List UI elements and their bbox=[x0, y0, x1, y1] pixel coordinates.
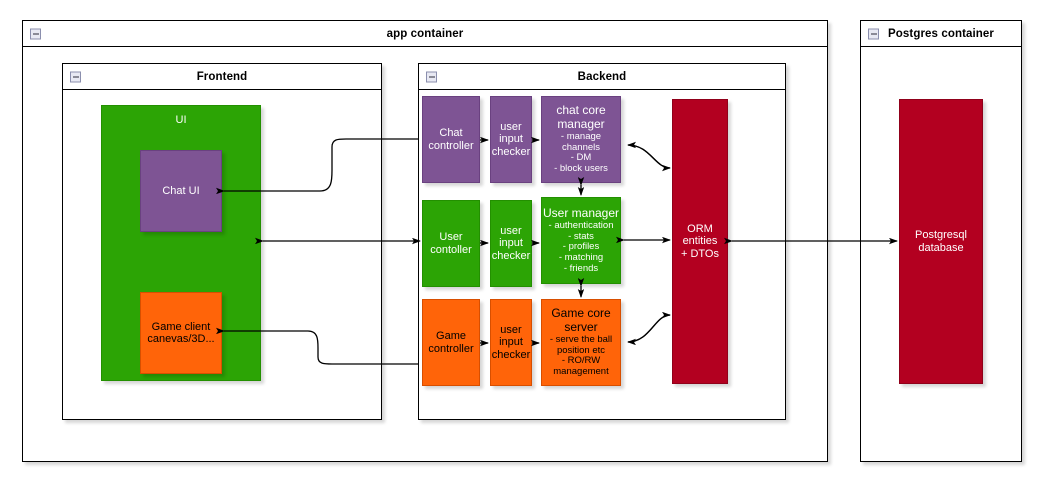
app-container-header: app container bbox=[23, 21, 827, 47]
user-user-input-checker-node[interactable]: user input checker bbox=[490, 200, 532, 287]
user-controller-label-line2: contoller bbox=[430, 243, 472, 256]
backend-container-title: Backend bbox=[577, 70, 627, 83]
chat-input-checker-label-line1: user bbox=[500, 121, 522, 134]
orm-label-line1: ORM bbox=[687, 223, 713, 236]
minus-box-icon[interactable] bbox=[868, 28, 879, 39]
chat-core-manager-node[interactable]: chat core manager - manage channels - DM… bbox=[541, 96, 621, 183]
chat-ui-node[interactable]: Chat UI bbox=[140, 150, 222, 232]
chat-ui-label: Chat UI bbox=[162, 184, 200, 197]
game-client-node[interactable]: Game client canevas/3D... bbox=[140, 292, 222, 374]
game-controller-label-line2: controller bbox=[428, 342, 474, 355]
postgresql-database-node[interactable]: Postgresql database bbox=[899, 99, 983, 384]
minus-box-icon[interactable] bbox=[426, 71, 437, 82]
chat-controller-label-line1: Chat bbox=[439, 127, 463, 140]
postgres-container-title: Postgres container bbox=[888, 27, 994, 40]
orm-label-line3: + DTOs bbox=[680, 247, 719, 260]
user-input-checker-label-line1: user bbox=[500, 225, 522, 238]
chat-core-manager-label-line2: manager bbox=[557, 116, 605, 131]
chat-input-checker-label-line3: checker bbox=[491, 145, 531, 158]
game-controller-node[interactable]: Game controller bbox=[422, 299, 480, 386]
user-manager-node[interactable]: User manager - authentication - stats - … bbox=[541, 197, 621, 284]
ui-node-label: UI bbox=[175, 114, 187, 126]
user-manager-label-line1: User manager bbox=[542, 205, 620, 220]
game-user-input-checker-node[interactable]: user input checker bbox=[490, 299, 532, 386]
chat-user-input-checker-node[interactable]: user input checker bbox=[490, 96, 532, 183]
postgres-container-header: Postgres container bbox=[861, 21, 1021, 47]
game-client-label-line2: canevas/3D... bbox=[147, 333, 215, 345]
postgresql-database-label-line2: database bbox=[918, 241, 964, 254]
postgresql-database-label-line1: Postgresql bbox=[915, 229, 967, 242]
game-core-server-label-line2: server bbox=[564, 319, 598, 334]
chat-core-manager-label-line1: chat core bbox=[556, 103, 606, 118]
orm-node[interactable]: ORM entities + DTOs bbox=[672, 99, 728, 384]
orm-label-line2: entities bbox=[682, 235, 718, 248]
game-client-label-line1: Game client bbox=[151, 320, 211, 333]
game-core-server-details: - serve the ball position etc - RO/RW ma… bbox=[549, 334, 613, 378]
app-container-title: app container bbox=[386, 27, 464, 40]
game-core-server-label-line1: Game core bbox=[551, 306, 611, 321]
chat-input-checker-label-line2: input bbox=[499, 133, 523, 146]
game-input-checker-label-line1: user bbox=[500, 324, 522, 337]
backend-container-header: Backend bbox=[419, 64, 785, 90]
minus-box-icon[interactable] bbox=[30, 28, 41, 39]
minus-box-icon[interactable] bbox=[70, 71, 81, 82]
user-manager-details: - authentication - stats - profiles - ma… bbox=[548, 220, 614, 274]
game-input-checker-label-line2: input bbox=[499, 336, 523, 349]
game-input-checker-label-line3: checker bbox=[491, 348, 531, 361]
frontend-container-header: Frontend bbox=[63, 64, 381, 90]
user-controller-node[interactable]: User contoller bbox=[422, 200, 480, 287]
user-controller-label-line1: User bbox=[439, 231, 463, 244]
chat-controller-label-line2: controller bbox=[428, 139, 474, 152]
user-input-checker-label-line2: input bbox=[499, 237, 523, 250]
frontend-container-title: Frontend bbox=[196, 70, 248, 83]
chat-controller-node[interactable]: Chat controller bbox=[422, 96, 480, 183]
game-controller-label-line1: Game bbox=[436, 330, 466, 343]
chat-core-manager-details: - manage channels - DM - block users bbox=[554, 131, 608, 175]
game-core-server-node[interactable]: Game core server - serve the ball positi… bbox=[541, 299, 621, 386]
user-input-checker-label-line3: checker bbox=[491, 249, 531, 262]
